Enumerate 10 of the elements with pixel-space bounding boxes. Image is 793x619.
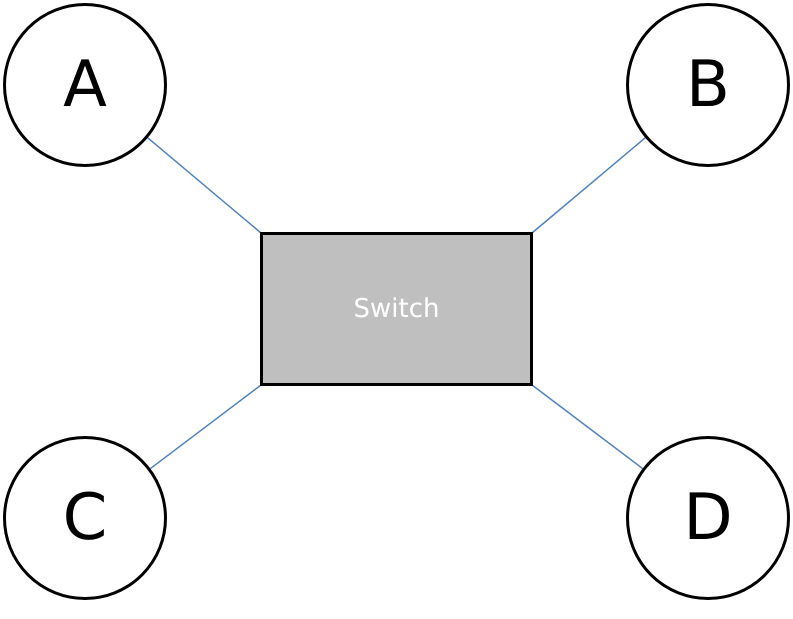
node-label: B (686, 48, 730, 122)
connector-line (532, 384, 644, 470)
node-label: C (62, 481, 108, 555)
node-label: D (683, 481, 733, 555)
node-label: A (63, 48, 107, 122)
connector-line (147, 137, 262, 234)
connector-line (150, 384, 262, 470)
connector-line (532, 137, 646, 234)
switch-box (260, 232, 533, 386)
node-label: Switch (354, 294, 440, 324)
